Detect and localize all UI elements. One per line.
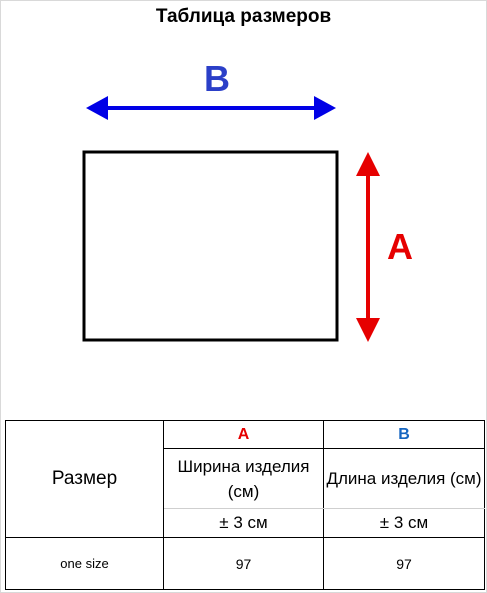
row-size-label: one size [5, 537, 164, 590]
size-table: Размер A B Ширина изделия (см) Длина изд… [5, 420, 485, 590]
table-row: one size 97 97 [5, 537, 485, 590]
column-a-name: Ширина изделия (см) [163, 448, 324, 509]
size-diagram [82, 96, 380, 342]
row-value-b: 97 [323, 537, 485, 590]
width-arrow-b [86, 96, 336, 120]
height-arrow-a [356, 152, 380, 342]
product-rectangle [82, 150, 339, 342]
column-b-name: Длина изделия (см) [323, 448, 485, 509]
column-a-letter: A [163, 420, 324, 449]
column-b-tolerance: ± 3 см [323, 508, 485, 538]
size-column-header: Размер [5, 420, 164, 538]
page-title: Таблица размеров [155, 6, 332, 27]
column-b-name-text: Длина изделия (см) [326, 469, 482, 488]
column-a-name-text: Ширина изделия (см) [177, 456, 310, 501]
row-value-a: 97 [163, 537, 324, 590]
column-a-tolerance: ± 3 см [163, 508, 324, 538]
dimension-label-a: A [387, 226, 413, 267]
dimension-label-b: B [204, 58, 230, 99]
column-b-letter: B [323, 420, 485, 449]
